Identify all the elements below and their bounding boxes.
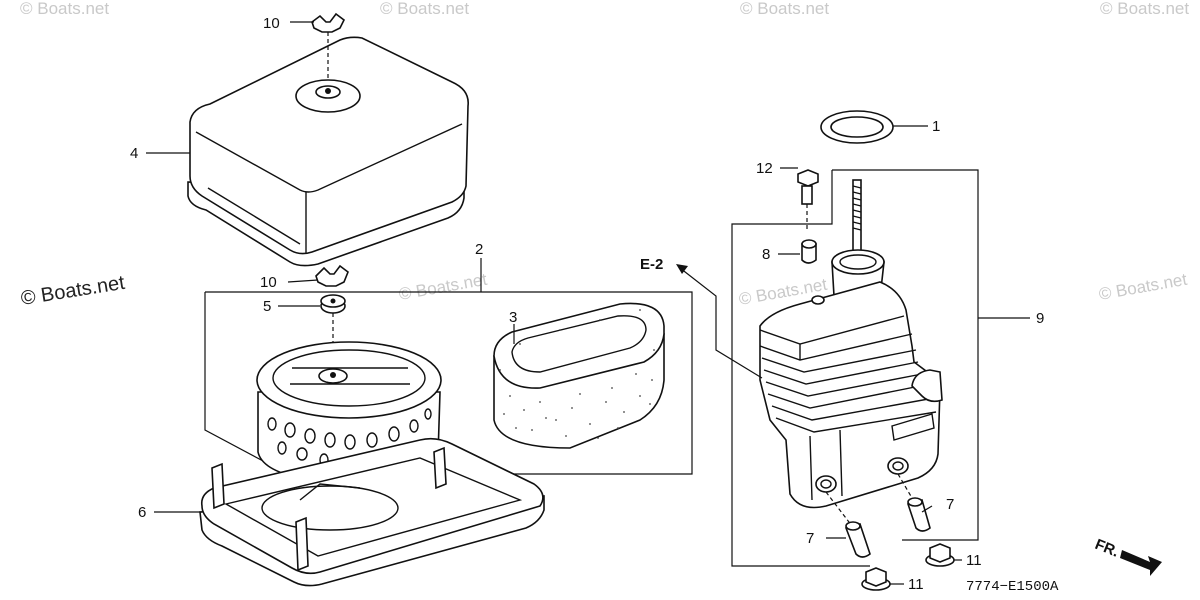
callout-6: 6 <box>138 504 146 521</box>
ref-label-e2: E-2 <box>640 256 663 273</box>
callout-4: 4 <box>130 145 138 162</box>
watermark-main: © Boats.net <box>19 272 126 310</box>
fr-label: FR. <box>1093 536 1122 561</box>
callout-2: 2 <box>475 241 483 258</box>
element-holes <box>267 408 432 467</box>
part-collar <box>801 239 817 264</box>
watermark-faint: © Boats.net <box>1100 0 1189 18</box>
leader-lines <box>146 21 962 585</box>
watermark-faint: © Boats.net <box>380 0 469 18</box>
callout-7: 7 <box>806 530 814 547</box>
foam-speckle <box>499 309 655 439</box>
part-wing-nut-top <box>311 12 346 80</box>
diagram-code: 7774−E1500A <box>966 579 1059 595</box>
watermark-faint: © Boats.net <box>1097 270 1188 304</box>
bracket-9 <box>731 169 979 567</box>
watermark-faint: © Boats.net <box>397 270 488 304</box>
callout-7: 7 <box>946 496 954 513</box>
part-grommet <box>320 294 346 368</box>
callout-10: 10 <box>263 15 280 32</box>
part-air-cleaner-base <box>199 437 545 587</box>
e2-reference-arrow <box>676 264 763 379</box>
watermark-faint: © Boats.net <box>20 0 109 18</box>
callout-5: 5 <box>263 298 271 315</box>
part-elbow-housing <box>759 249 943 509</box>
part-air-cleaner-cover <box>187 36 469 267</box>
part-gasket <box>820 110 928 144</box>
callout-1: 1 <box>932 118 940 135</box>
part-wing-nut-middle <box>315 264 349 287</box>
part-flange-nuts <box>861 543 955 591</box>
callout-11: 11 <box>966 552 982 569</box>
callout-10: 10 <box>260 274 277 291</box>
part-bolt <box>797 169 819 232</box>
callout-12: 12 <box>756 160 773 177</box>
part-foam-element <box>493 302 665 449</box>
watermark-faint: © Boats.net <box>740 0 829 18</box>
callout-8: 8 <box>762 246 770 263</box>
callout-9: 9 <box>1036 310 1044 327</box>
fr-arrow-icon <box>1120 550 1162 576</box>
part-dowel-pins <box>825 473 931 558</box>
callout-labels: 1 2 3 4 5 6 7 7 8 9 10 10 11 11 12 E-2 F… <box>130 15 1121 595</box>
callout-3: 3 <box>509 309 517 326</box>
callout-11: 11 <box>908 576 924 593</box>
